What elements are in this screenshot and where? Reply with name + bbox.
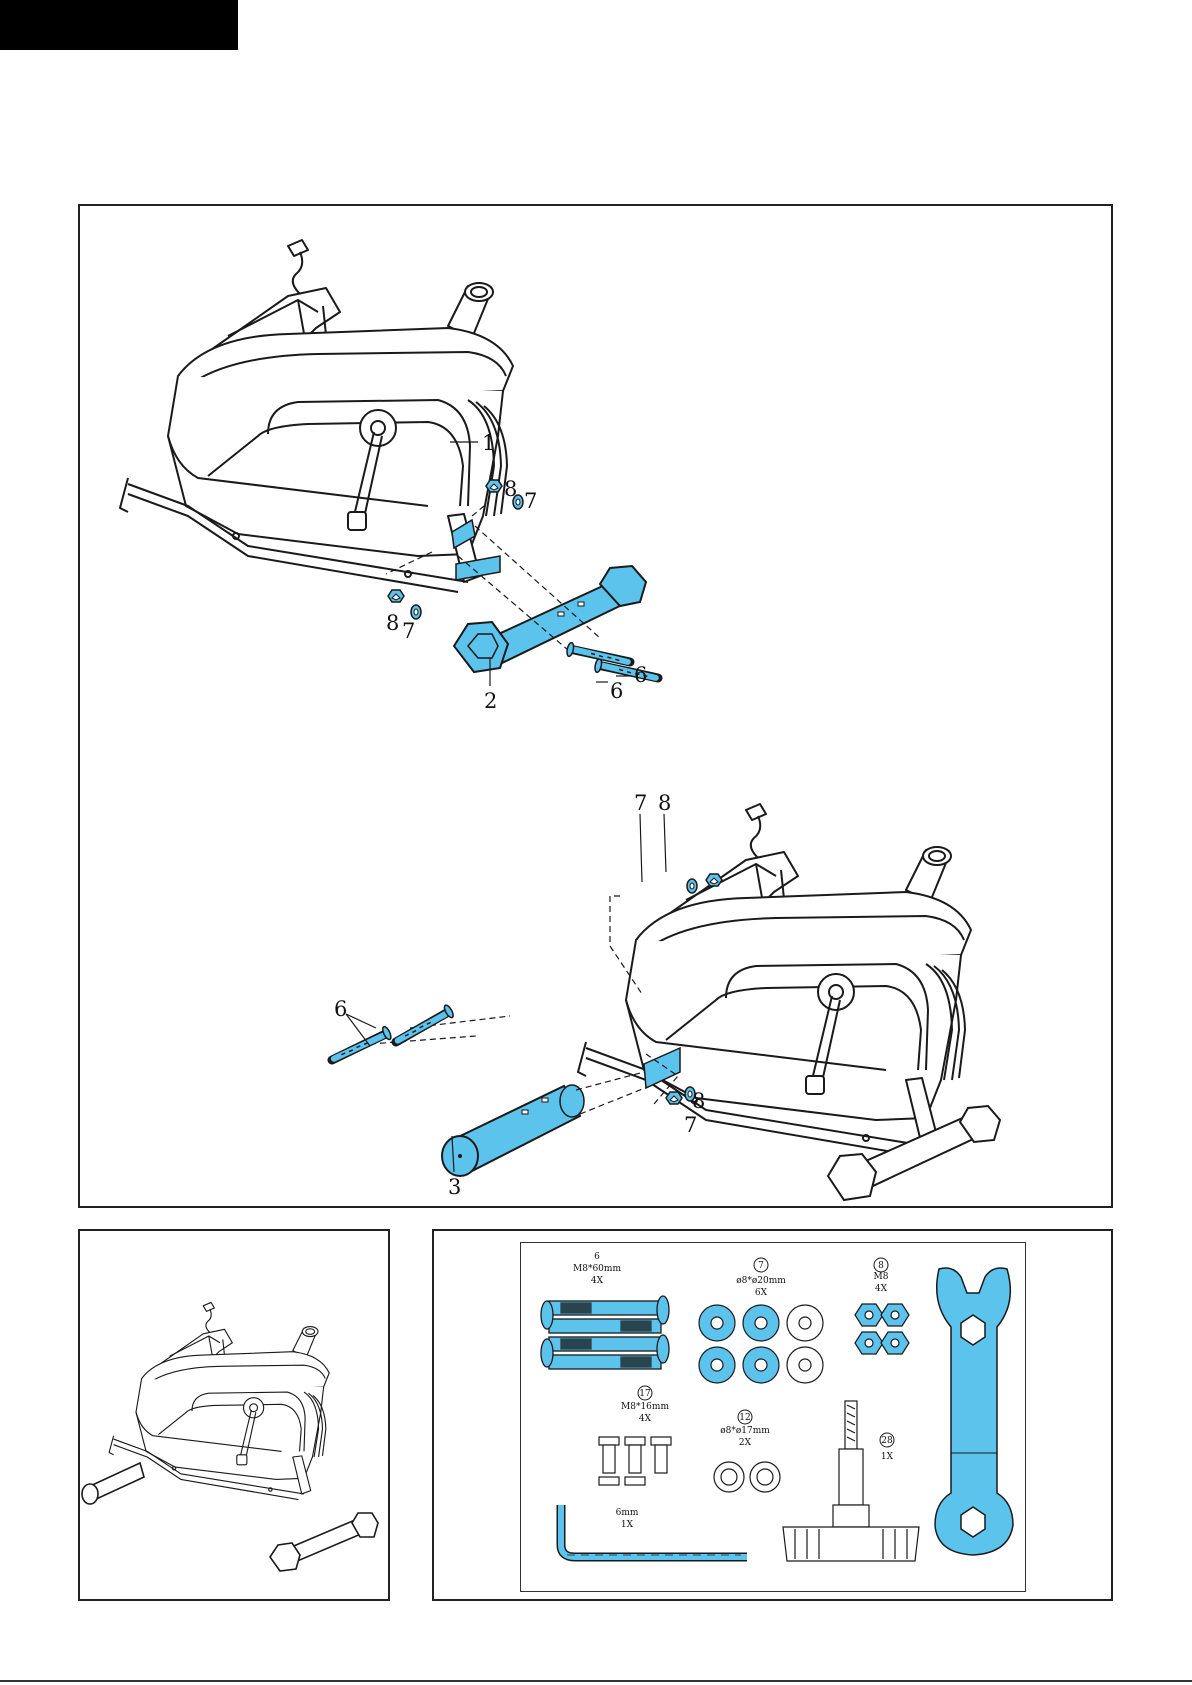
washer-qty: 6X [755, 1288, 768, 1298]
nut-8-top-a [486, 480, 502, 492]
callout-nut-8-b: 8 [386, 611, 399, 635]
nut-qty: 4X [875, 1284, 888, 1294]
washer-7-bottom-b [687, 879, 697, 893]
nut-8-bottom-a [666, 1092, 682, 1104]
callout-washer-7-c: 7 [684, 1113, 697, 1137]
hardware-screw-17: 17 M8*16mm 4X [599, 1386, 671, 1485]
knob-num: 28 [881, 1436, 893, 1446]
callout-nut-8-a: 8 [504, 477, 517, 501]
assembly-diagram-panel: 1 2 3 6 6 6 7 7 7 7 8 8 8 8 [78, 204, 1113, 1208]
callout-nut-8-c: 8 [692, 1089, 705, 1113]
main-frame-assembled [578, 804, 971, 1156]
bolt-6-bottom-a [390, 1003, 457, 1042]
callout-bolt-6-b: 6 [610, 679, 623, 703]
nut-8-top-b [388, 590, 404, 602]
washer-7-top-b [411, 605, 421, 619]
knob-qty: 1X [881, 1452, 894, 1462]
callout-washer-7-d: 7 [634, 791, 647, 815]
allen-key-spec: 6mm [616, 1508, 639, 1518]
hardware-pack-box: 6 M8*60mm 4X [520, 1242, 1026, 1592]
callout-washer-7-a: 7 [524, 489, 537, 513]
flat-washer-spec: ø8*ø17mm [720, 1426, 770, 1436]
hardware-pack-panel: 6 M8*60mm 4X [432, 1229, 1113, 1601]
hardware-wrench [935, 1268, 1013, 1555]
completed-view-panel [78, 1229, 390, 1601]
rear-stabilizer-part-3 [442, 1085, 584, 1176]
bolt-spec: M8*60mm [573, 1264, 621, 1274]
hardware-bolt-6: 6 M8*60mm 4X [541, 1252, 669, 1369]
flat-washer-qty: 2X [739, 1438, 752, 1448]
screw-qty: 4X [639, 1414, 652, 1424]
hardware-items: 6 M8*60mm 4X [521, 1243, 1024, 1590]
bolt-6-top-b [562, 630, 630, 685]
front-stabilizer-installed [828, 1106, 1000, 1200]
hardware-knob-28: 28 1X [783, 1401, 919, 1561]
screw-num: 17 [639, 1389, 651, 1399]
callout-nut-8-d: 8 [658, 791, 671, 815]
hardware-washer-7: 7 ø8*ø20mm 6X [699, 1258, 823, 1383]
section-header-tab [0, 0, 238, 50]
nut-8-bottom-b [706, 874, 722, 886]
washer-num: 7 [758, 1261, 764, 1271]
callout-bolt-6-c: 6 [334, 997, 347, 1021]
hardware-flat-washer-12: 12 ø8*ø17mm 2X [714, 1410, 780, 1492]
assembly-diagram: 1 2 3 6 6 6 7 7 7 7 8 8 8 8 [80, 206, 1111, 1206]
nut-spec: M8 [874, 1272, 889, 1282]
hardware-nut-8: 8 M8 4X [855, 1258, 909, 1354]
allen-key-qty: 1X [621, 1520, 634, 1530]
page-bottom-rule [0, 1680, 1192, 1682]
bolt-qty: 4X [591, 1276, 604, 1286]
bolt-num: 6 [594, 1252, 600, 1262]
screw-spec: M8*16mm [621, 1402, 669, 1412]
completed-bike-illustration [80, 1231, 388, 1599]
callout-part-3: 3 [448, 1175, 461, 1199]
callout-part-1: 1 [482, 431, 495, 455]
nut-num: 8 [878, 1261, 884, 1271]
washer-spec: ø8*ø20mm [736, 1276, 786, 1286]
callout-washer-7-b: 7 [402, 619, 415, 643]
hardware-allen-key: 6mm 1X [561, 1505, 747, 1557]
callout-part-2: 2 [484, 689, 497, 713]
callout-bolt-6-a: 6 [634, 663, 647, 687]
flat-washer-num: 12 [739, 1413, 750, 1423]
